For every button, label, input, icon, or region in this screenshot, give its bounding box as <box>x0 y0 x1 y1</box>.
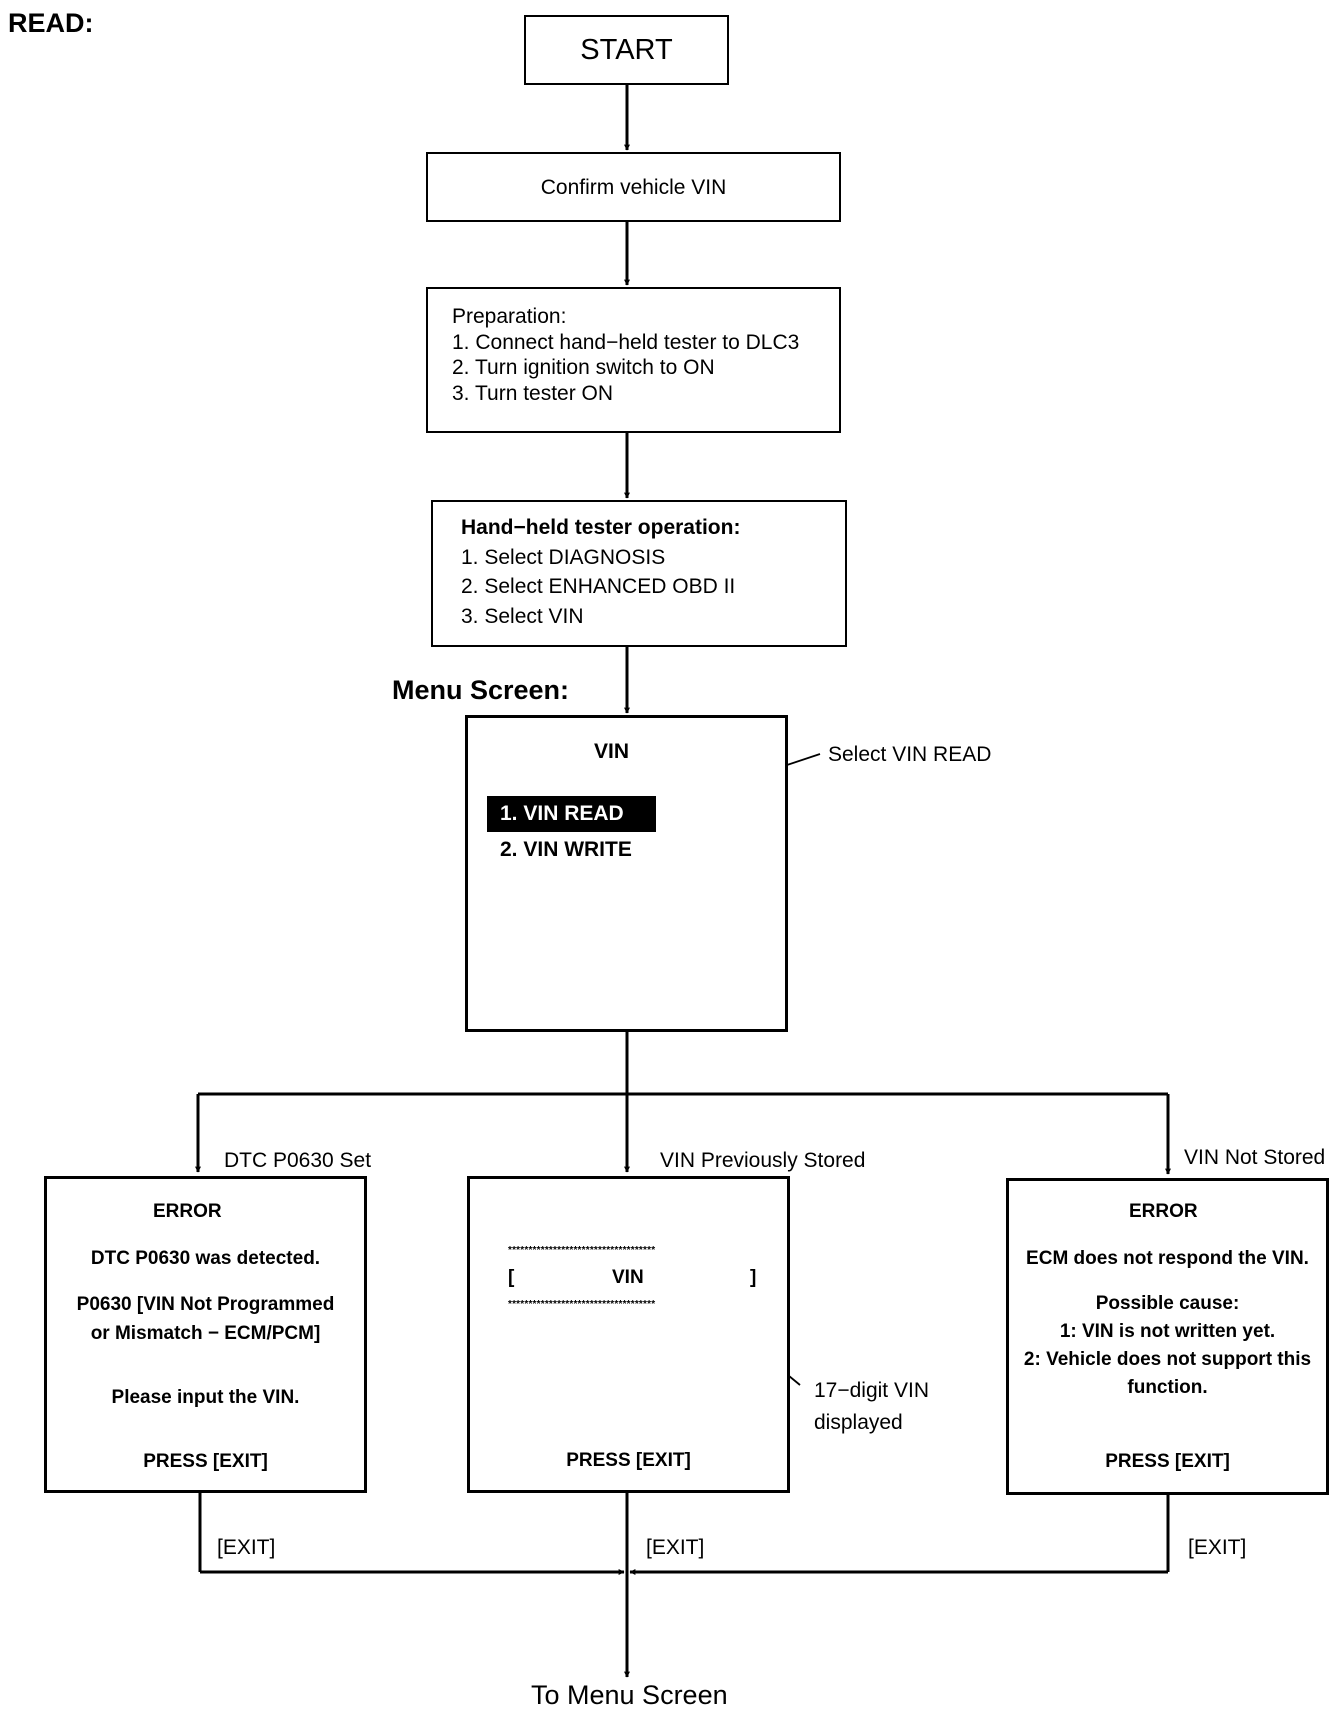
vin-bracket-close: ] <box>750 1267 757 1288</box>
callout-select-vin-read: Select VIN READ <box>828 743 992 766</box>
vin-value: VIN <box>612 1267 644 1288</box>
error-screen-vin-not-stored: ERROR ECM does not respond the VIN. Poss… <box>1006 1178 1329 1495</box>
error-instruction: Please input the VIN. <box>111 1387 300 1408</box>
possible-cause-item: 2: Vehicle does not support this <box>1023 1349 1312 1370</box>
page-title: READ: <box>8 8 94 38</box>
error-message: ECM does not respond the VIN. <box>1026 1248 1309 1269</box>
error-title: ERROR <box>153 1201 222 1222</box>
start-box: START <box>524 15 729 85</box>
exit-label-middle: [EXIT] <box>646 1536 705 1559</box>
confirm-vin-box: Confirm vehicle VIN <box>426 152 841 222</box>
error-message: DTC P0630 was detected. <box>90 1248 321 1269</box>
menu-screen: VIN 1. VIN READ 2. VIN WRITE <box>465 715 788 1032</box>
preparation-step: 3. Turn tester ON <box>452 381 614 405</box>
confirm-vin-label: Confirm vehicle VIN <box>540 176 727 199</box>
branch-label-vin-previously-stored: VIN Previously Stored <box>660 1149 866 1172</box>
operation-step: 2. Select ENHANCED OBD II <box>461 575 736 598</box>
callout-17-digit-vin: displayed <box>814 1411 903 1434</box>
preparation-step: 2. Turn ignition switch to ON <box>452 356 715 379</box>
error-detail-line: or Mismatch − ECM/PCM] <box>90 1323 321 1344</box>
operation-title: Hand−held tester operation: <box>461 516 741 539</box>
vin-stars-bottom: ************************************ <box>508 1299 656 1310</box>
branch-label-vin-not-stored: VIN Not Stored <box>1184 1146 1326 1169</box>
callout-17-digit-vin: 17−digit VIN <box>814 1379 929 1402</box>
preparation-step: 1. Connect hand−held tester to DLC3 <box>452 330 800 354</box>
error-screen-dtc-p0630: ERROR DTC P0630 was detected. P0630 [VIN… <box>44 1176 367 1493</box>
exit-label-right: [EXIT] <box>1188 1536 1247 1559</box>
tester-operation-box: Hand−held tester operation: 1. Select DI… <box>431 500 847 647</box>
menu-screen-title: VIN <box>594 740 630 763</box>
vin-bracket-open: [ <box>508 1267 515 1288</box>
operation-step: 1. Select DIAGNOSIS <box>461 545 666 569</box>
menu-item-vin-read[interactable]: 1. VIN READ <box>487 796 656 832</box>
exit-label-left: [EXIT] <box>217 1536 276 1559</box>
branch-label-dtc-p0630: DTC P0630 Set <box>224 1149 372 1172</box>
vin-display-screen: ************************************ [ V… <box>467 1176 790 1493</box>
start-label: START <box>580 34 673 66</box>
press-exit-prompt: PRESS [EXIT] <box>143 1451 268 1472</box>
possible-cause-title: Possible cause: <box>1095 1293 1240 1314</box>
possible-cause-item: function. <box>1127 1377 1208 1398</box>
error-title: ERROR <box>1129 1201 1198 1222</box>
preparation-box: Preparation: 1. Connect hand−held tester… <box>426 287 841 433</box>
to-menu-screen-label: To Menu Screen <box>531 1680 728 1710</box>
press-exit-prompt: PRESS [EXIT] <box>566 1450 691 1471</box>
menu-item-vin-write[interactable]: 2. VIN WRITE <box>500 838 632 861</box>
preparation-title: Preparation: <box>452 305 567 328</box>
press-exit-prompt: PRESS [EXIT] <box>1105 1451 1230 1472</box>
menu-screen-label: Menu Screen: <box>392 675 570 705</box>
error-detail-line: P0630 [VIN Not Programmed <box>76 1294 335 1315</box>
possible-cause-item: 1: VIN is not written yet. <box>1059 1321 1276 1342</box>
vin-stars-top: ************************************ <box>508 1245 656 1256</box>
operation-step: 3. Select VIN <box>461 604 584 628</box>
